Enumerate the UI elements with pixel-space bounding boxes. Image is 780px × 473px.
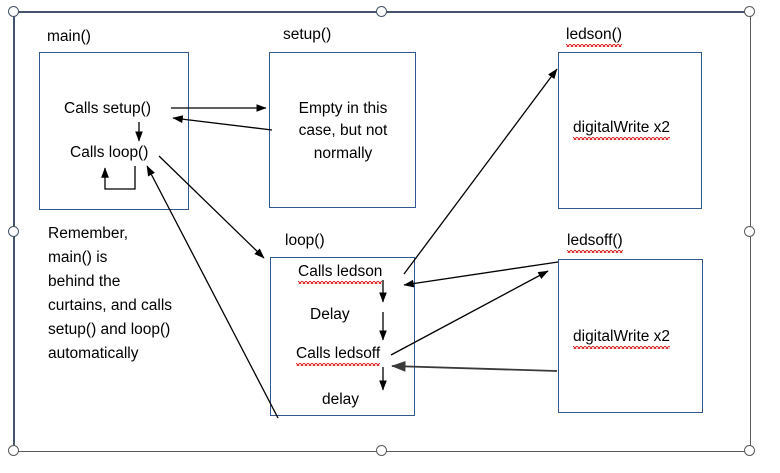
loop-ledson-word: Calls ledson <box>298 263 383 285</box>
loop-ledsoff-word: Calls ledsoff <box>296 345 381 367</box>
remember-note: Remember, main() is behind the curtains,… <box>48 225 173 363</box>
loop-delay-upper-text: Delay <box>310 306 350 323</box>
handle-bottom-right[interactable] <box>744 445 755 456</box>
loop-calls-ledson-text: Calls ledson <box>298 262 383 285</box>
loop-calls-ledsoff-text: Calls ledsoff <box>296 344 381 367</box>
setup-box-title: setup() <box>283 26 332 43</box>
loop-delay-lower-text: delay <box>322 391 360 408</box>
ledsoff-body-text: digitalWrite x2 <box>573 327 671 350</box>
handle-top-right[interactable] <box>744 6 755 17</box>
arrow-loop-to-ledson <box>403 68 558 275</box>
handle-top-center[interactable] <box>376 6 387 17</box>
ledsoff-box[interactable] <box>558 259 703 413</box>
main-calls-loop-text: Calls loop() <box>70 144 149 161</box>
ledsoff-digitalwrite-text: digitalWrite x2 <box>573 328 671 350</box>
handle-bottom-left[interactable] <box>8 445 19 456</box>
ledsoff-box-title: ledsoff() <box>567 232 623 253</box>
ledson-box-title: ledson() <box>566 26 622 47</box>
arrow-ledson-to-loop <box>403 261 559 288</box>
handle-middle-right[interactable] <box>744 226 755 237</box>
ledson-digitalwrite-text: digitalWrite x2 <box>573 119 671 141</box>
ledson-box[interactable] <box>558 52 702 209</box>
main-box[interactable] <box>39 52 189 210</box>
arrow-ledsoff-to-loop <box>391 361 558 372</box>
loop-box-title: loop() <box>285 232 325 249</box>
handle-bottom-center[interactable] <box>376 445 387 456</box>
ledson-body-text: digitalWrite x2 <box>573 118 671 141</box>
main-box-title: main() <box>47 28 91 45</box>
main-calls-setup-text: Calls setup() <box>64 100 151 117</box>
ledson-title-text: ledson() <box>566 26 622 47</box>
handle-middle-left[interactable] <box>8 226 19 237</box>
handle-top-left[interactable] <box>8 6 19 17</box>
setup-body-text: Empty in this case, but not normally <box>298 100 388 162</box>
ledsoff-title-text: ledsoff() <box>567 232 623 253</box>
